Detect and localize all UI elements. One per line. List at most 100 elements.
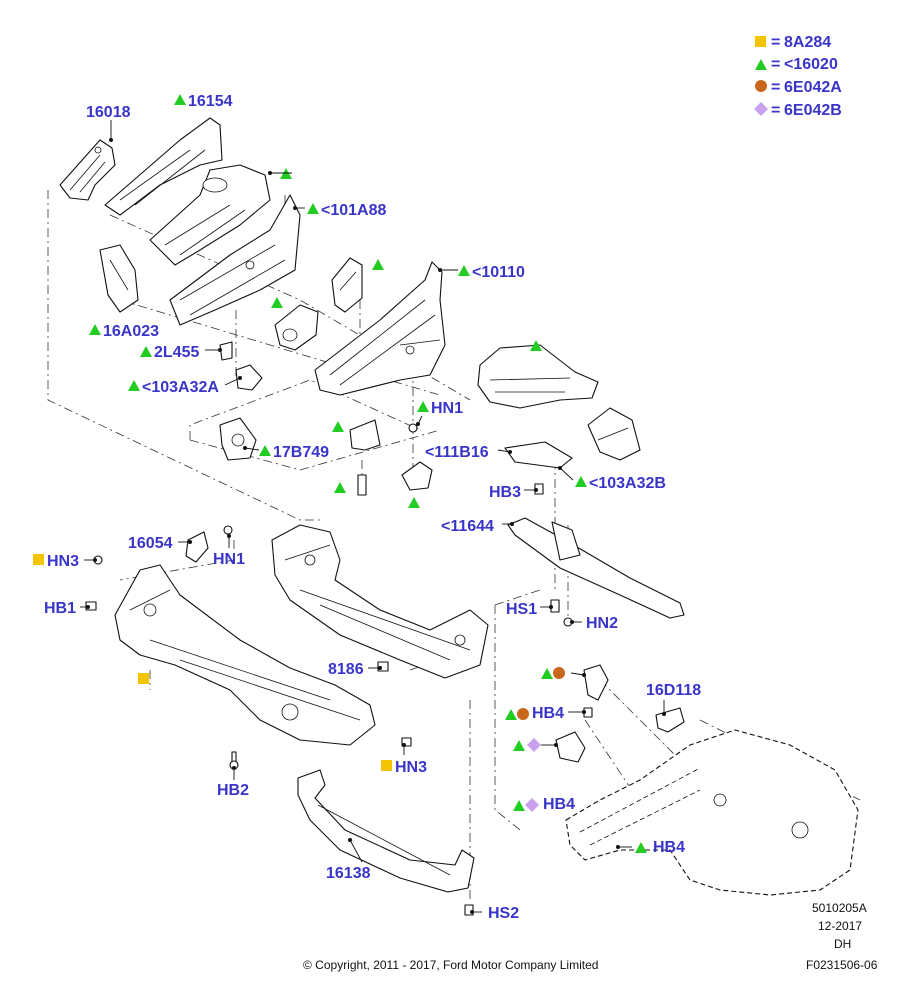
- part-16138: [297, 769, 475, 893]
- part-103A32A: [235, 364, 263, 391]
- figure-id: F0231506-06: [806, 958, 878, 972]
- diagram-initials: DH: [834, 937, 851, 951]
- label-8186: 8186: [328, 661, 364, 678]
- label-HN2: HN2: [586, 615, 618, 632]
- triangle-icon: [505, 709, 517, 720]
- part-actuator: [274, 304, 319, 351]
- legend-sep: =: [771, 79, 780, 96]
- part-frame-rail: [565, 729, 859, 896]
- part-16054: [185, 531, 209, 563]
- label-HB3: HB3: [489, 484, 521, 501]
- label-16054: 16054: [128, 535, 173, 552]
- square-icon: [33, 554, 44, 565]
- legend: = 8A284 = <16020 = 6E042A = 6E042B: [754, 34, 842, 119]
- part-bracket-6E042B: [555, 731, 586, 763]
- part-hb1-bolt: [85, 601, 97, 611]
- triangle-icon: [280, 168, 292, 179]
- triangle-icon: [89, 324, 101, 335]
- square-icon: [138, 673, 149, 684]
- label-HN1-upper: HN1: [431, 400, 463, 417]
- triangle-icon: [530, 340, 542, 351]
- label-HB2: HB2: [217, 782, 249, 799]
- part-hb2-bolt: [229, 751, 239, 770]
- label-101A88: <101A88: [321, 202, 386, 219]
- legend-sep: =: [771, 56, 780, 73]
- triangle-icon: [259, 445, 271, 456]
- leader-lines: [80, 120, 666, 914]
- part-labels: 16018 16154 <101A88 16A023 <10110 2L455 …: [44, 93, 701, 922]
- legend-value-6E042A: 6E042A: [784, 79, 842, 96]
- triangle-icon: [575, 476, 587, 487]
- triangle-icon: [128, 380, 140, 391]
- legend-sep: =: [771, 102, 780, 119]
- label-2L455: 2L455: [154, 344, 199, 361]
- part-hn1-nut: [408, 423, 418, 433]
- part-shock-tower: [149, 164, 271, 266]
- part-16A023: [99, 244, 139, 313]
- part-bracket-center: [349, 419, 381, 451]
- legend-sep: =: [771, 34, 780, 51]
- part-103A32B: [587, 407, 641, 461]
- diagram-code: 5010205A: [812, 901, 867, 915]
- triangle-icon: [332, 421, 344, 432]
- footer: © Copyright, 2011 - 2017, Ford Motor Com…: [303, 901, 878, 972]
- part-8186: [377, 661, 389, 672]
- legend-value-6E042B: 6E042B: [784, 102, 842, 119]
- label-16A023: 16A023: [103, 323, 159, 340]
- part-16154: [104, 117, 223, 216]
- part-radiator-support: [114, 564, 376, 746]
- label-HS1: HS1: [506, 601, 537, 618]
- label-103A32A: <103A32A: [142, 379, 219, 396]
- label-16D118: 16D118: [646, 682, 701, 699]
- marker-group: [33, 94, 647, 853]
- triangle-icon: [140, 346, 152, 357]
- part-hn3-nut-2: [401, 737, 412, 747]
- label-HN3-upper: HN3: [47, 553, 79, 570]
- triangle-icon: [307, 203, 319, 214]
- label-16138: 16138: [326, 865, 371, 882]
- legend-value-16020: <16020: [784, 56, 838, 73]
- part-111B16: [504, 441, 573, 469]
- part-2L455: [219, 341, 233, 361]
- label-16018: 16018: [86, 104, 131, 121]
- copyright-text: © Copyright, 2011 - 2017, Ford Motor Com…: [303, 958, 598, 972]
- part-upper-right-shield: [477, 344, 599, 409]
- label-HB4-b: HB4: [543, 796, 575, 813]
- part-101A88: [169, 194, 301, 326]
- triangle-icon: [271, 297, 283, 308]
- label-103A32B: <103A32B: [589, 475, 666, 492]
- label-16154: 16154: [188, 93, 233, 110]
- part-16018: [59, 139, 116, 201]
- part-11644: [507, 517, 685, 619]
- triangle-icon: [755, 59, 767, 70]
- label-HB1: HB1: [44, 600, 76, 617]
- diamond-icon: [527, 738, 541, 752]
- legend-value-8A284: 8A284: [784, 34, 831, 51]
- circle-icon: [553, 667, 565, 679]
- part-17B749: [219, 417, 257, 461]
- label-17B749: 17B749: [273, 444, 329, 461]
- circle-icon: [517, 708, 529, 720]
- square-icon: [755, 36, 766, 47]
- label-HB4-a: HB4: [532, 705, 564, 722]
- label-HB4-c: HB4: [653, 839, 685, 856]
- label-HS2: HS2: [488, 905, 519, 922]
- part-stud: [357, 474, 367, 496]
- part-hn1-nut-2: [223, 525, 233, 535]
- triangle-icon: [372, 259, 384, 270]
- triangle-icon: [513, 800, 525, 811]
- part-16D118: [655, 707, 685, 733]
- triangle-icon: [635, 842, 647, 853]
- label-HN1-lower: HN1: [213, 551, 245, 568]
- diamond-icon: [754, 102, 768, 116]
- square-icon: [381, 760, 392, 771]
- triangle-icon: [334, 482, 346, 493]
- part-bracket-6E042A: [583, 664, 609, 701]
- label-HN3-lower: HN3: [395, 759, 427, 776]
- triangle-icon: [541, 668, 553, 679]
- diagram-date: 12-2017: [818, 919, 862, 933]
- circle-icon: [755, 80, 767, 92]
- part-hs2-bolt: [464, 904, 474, 916]
- triangle-icon: [174, 94, 186, 105]
